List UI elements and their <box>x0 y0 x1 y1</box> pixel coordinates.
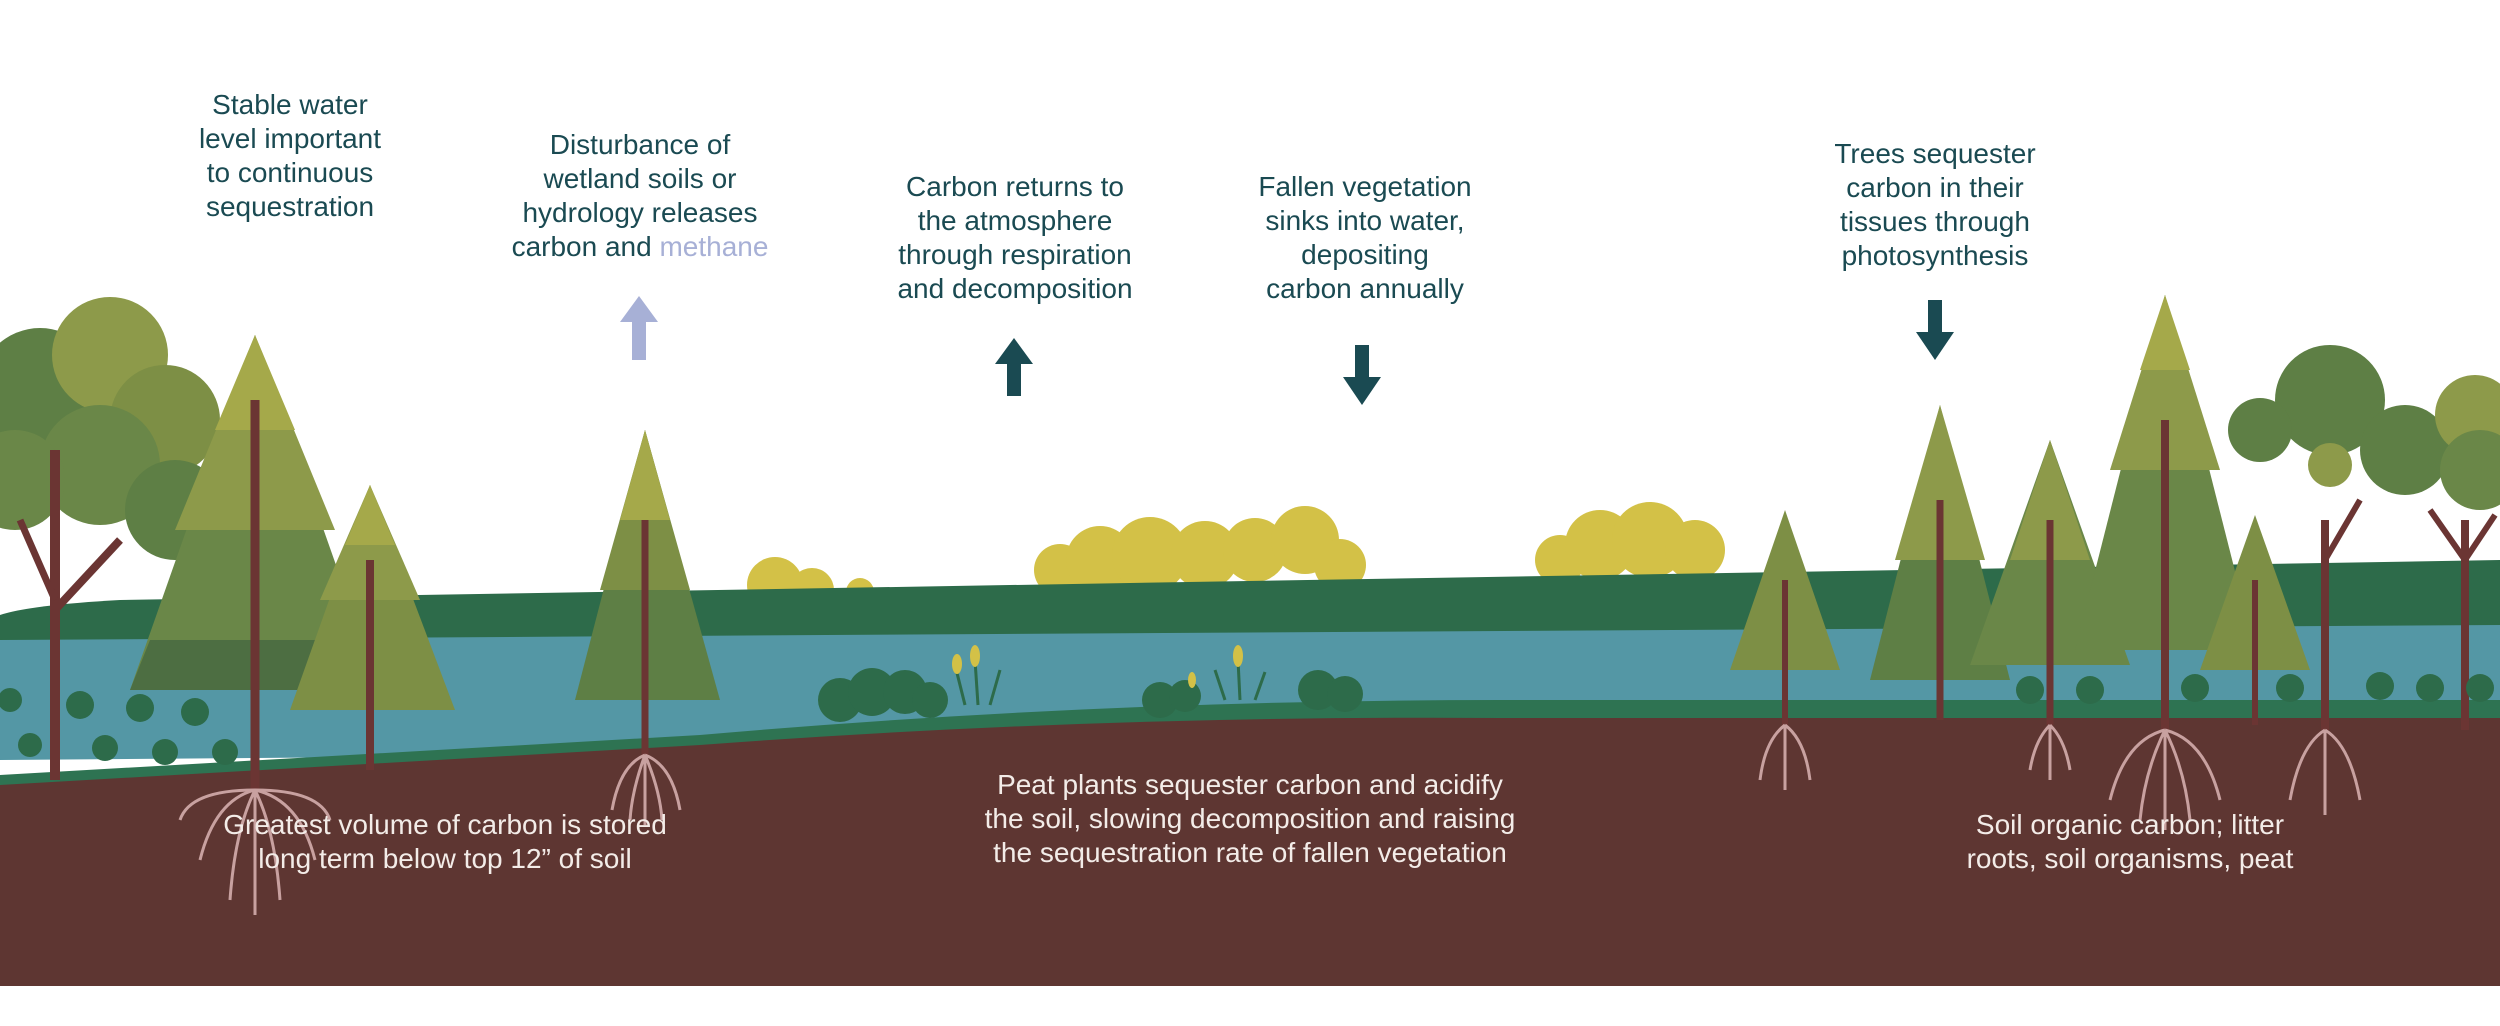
label-line: Soil organic carbon; litter <box>1975 809 2285 840</box>
label-line: photosynthesis <box>1841 240 2029 271</box>
label-line: Disturbance of <box>549 129 731 160</box>
label-line: through respiration <box>898 239 1132 270</box>
label-prefix: carbon and <box>511 231 660 262</box>
label-line: tissues through <box>1840 206 2030 237</box>
soil <box>0 717 2500 986</box>
label-line: depositing <box>1301 239 1429 270</box>
arrow-down-icon <box>1916 300 1954 360</box>
label-line: carbon in their <box>1846 172 2024 203</box>
fallen-vegetation-label: Fallen vegetation sinks into water, depo… <box>1215 170 1515 306</box>
waterline-bushes <box>818 668 1363 722</box>
label-line: hydrology releases <box>522 197 758 228</box>
label-line: long term below top 12” of soil <box>258 843 632 874</box>
label-line: roots, soil organisms, peat <box>1966 843 2294 874</box>
label-line: the soil, slowing decomposition and rais… <box>984 803 1516 834</box>
center-left-conifer <box>575 430 720 825</box>
left-small-conifer <box>290 485 455 770</box>
methane-highlight: methane <box>659 231 769 262</box>
stored-carbon-label: Greatest volume of carbon is stored long… <box>150 808 740 876</box>
peat-label: Peat plants sequester carbon and acidify… <box>900 768 1600 870</box>
label-line: the sequestration rate of fallen vegetat… <box>993 837 1507 868</box>
label-line: wetland soils or <box>543 163 737 194</box>
background-bushes <box>747 502 1725 613</box>
cattails <box>952 645 1267 706</box>
label-line: to continuous <box>206 157 374 188</box>
label-line: Greatest volume of carbon is stored <box>223 809 667 840</box>
label-line: Peat plants sequester carbon and acidify <box>997 769 1503 800</box>
label-line: carbon annually <box>1266 273 1464 304</box>
label-line: Carbon returns to <box>906 171 1124 202</box>
arrow-down-icon <box>1343 345 1381 405</box>
soil-organic-label: Soil organic carbon; litter roots, soil … <box>1900 808 2360 876</box>
label-line: sequestration <box>205 191 375 222</box>
trees-label: Trees sequester carbon in their tissues … <box>1795 137 2075 273</box>
left-tall-conifer <box>130 335 380 915</box>
label-line: sinks into water, <box>1265 205 1465 236</box>
water-plants-left <box>0 688 238 765</box>
label-line: Stable water <box>212 89 368 120</box>
right-deciduous-trees <box>2228 345 2500 815</box>
label-line: Trees sequester <box>1834 138 2036 169</box>
right-shrubs <box>2016 672 2494 704</box>
label-line: Fallen vegetation <box>1258 171 1472 202</box>
label-line: and decomposition <box>897 273 1133 304</box>
label-line: level important <box>198 123 382 154</box>
arrow-up-icon <box>995 338 1033 396</box>
arrow-up-icon <box>620 296 658 360</box>
label-line: carbon and methane <box>470 230 810 264</box>
atmosphere-label: Carbon returns to the atmosphere through… <box>860 170 1170 306</box>
label-line: the atmosphere <box>917 205 1113 236</box>
disturbance-label: Disturbance of wetland soils or hydrolog… <box>470 128 810 264</box>
water-level-label: Stable water level important to continuo… <box>160 88 420 224</box>
right-conifers <box>1730 295 2310 830</box>
